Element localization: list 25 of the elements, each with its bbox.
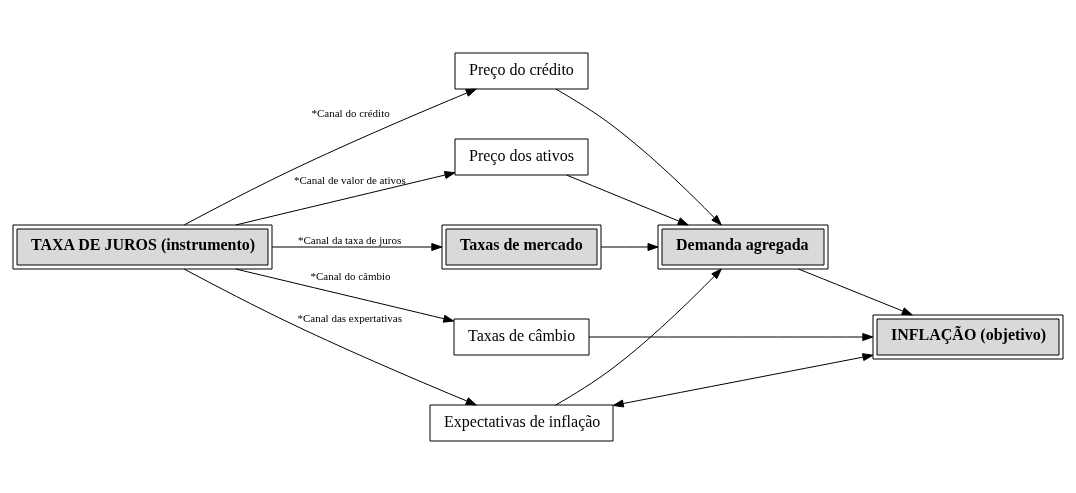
edge-label: *Canal da taxa de juros xyxy=(298,233,402,246)
edge-label: *Canal das expertativas xyxy=(297,311,402,324)
arrow xyxy=(588,332,874,341)
node-box: Demanda agregada xyxy=(657,224,829,269)
node-box: Expectativas de inflação xyxy=(429,404,614,441)
node-box: Taxas de mercado xyxy=(441,224,602,269)
node-box: Preço dos ativos xyxy=(454,138,589,175)
node-box: TAXA DE JUROS (instrumento) xyxy=(12,224,273,269)
arrow xyxy=(183,268,477,405)
arrow xyxy=(555,268,722,405)
node-box: INFLAÇÃO (objetivo) xyxy=(872,314,1064,359)
node-box: Taxas de câmbio xyxy=(453,318,590,355)
edge-label: *Canal do crédito xyxy=(311,106,390,119)
arrow xyxy=(235,170,456,225)
edge-label: *Canal do câmbio xyxy=(310,269,391,282)
arrow xyxy=(566,174,689,225)
arrow xyxy=(600,242,659,251)
arrow xyxy=(555,88,722,225)
arrow xyxy=(235,268,455,323)
node-box: Preço do crédito xyxy=(454,52,589,89)
arrow xyxy=(271,242,443,251)
arrow xyxy=(612,352,874,407)
edge-label: *Canal de valor de ativos xyxy=(294,173,406,186)
arrow xyxy=(798,268,913,315)
arrow xyxy=(183,88,477,225)
